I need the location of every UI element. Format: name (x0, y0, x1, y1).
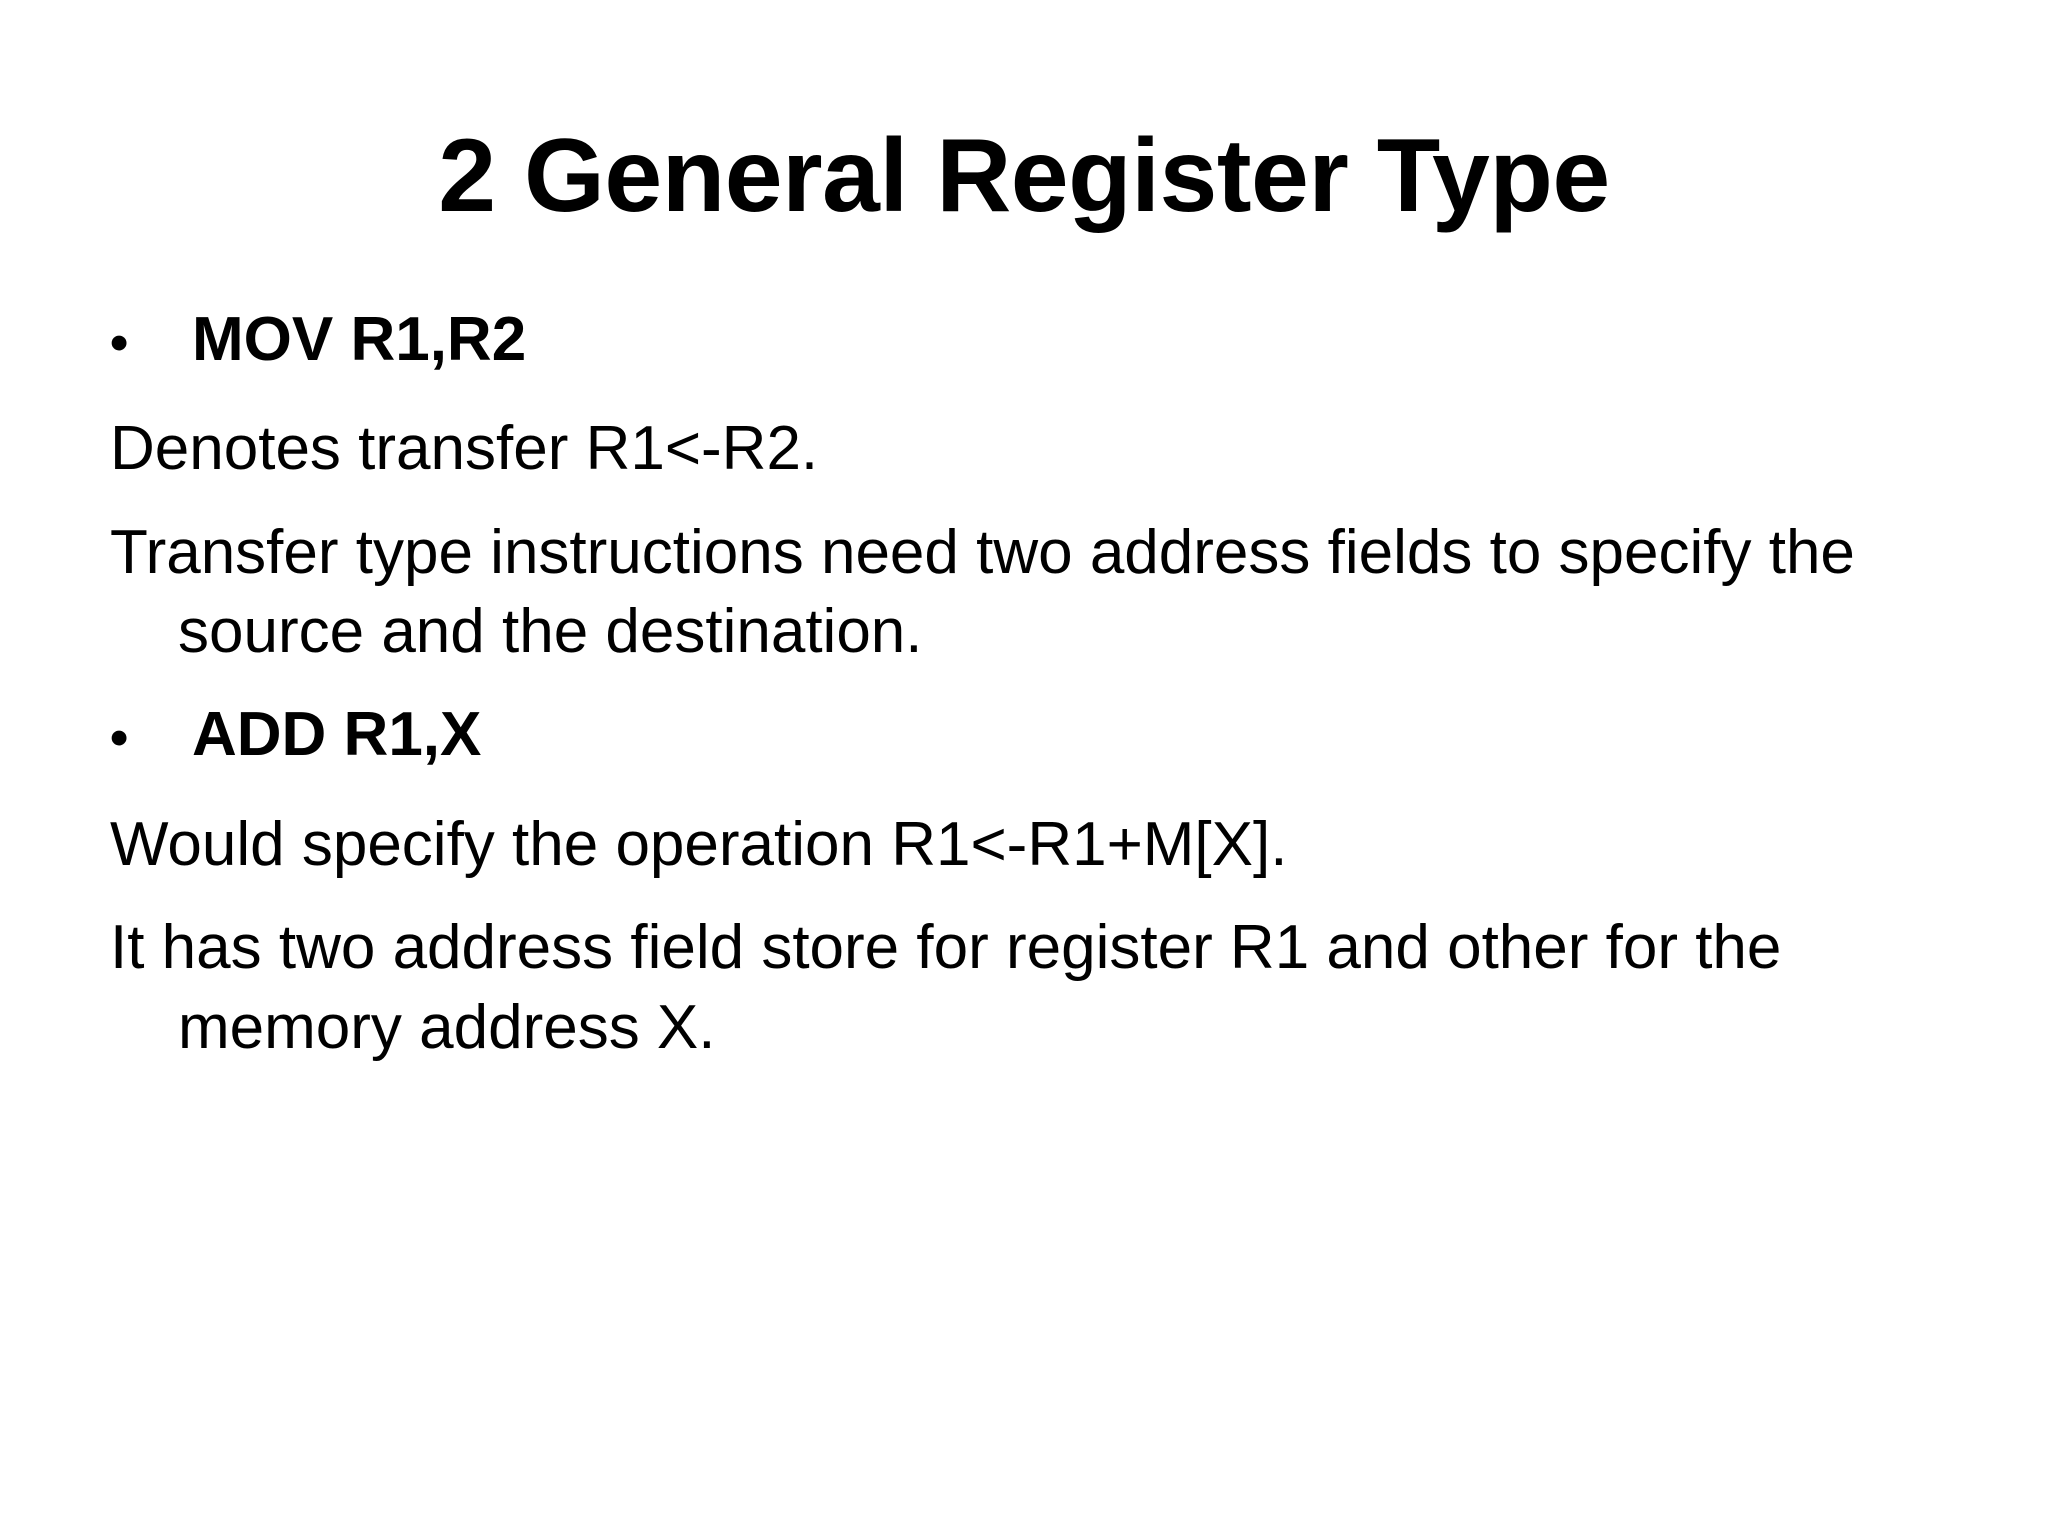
bullet-item-add: • ADD R1,X (110, 695, 1940, 774)
bullet-item-add-label: ADD R1,X (192, 700, 482, 770)
slide-body: • MOV R1,R2 Denotes transfer R1<-R2. Tran… (110, 300, 1940, 1091)
page-title: 2 General Register Type (438, 117, 1610, 234)
paragraph-would-specify: Would specify the operation R1<-R1+M[X]. (110, 809, 1288, 879)
bullet-item-mov: • MOV R1,R2 (110, 300, 1940, 379)
bullet-point-icon: • (110, 709, 129, 768)
paragraph-denotes-transfer: Denotes transfer R1<-R2. (110, 414, 819, 484)
paragraph-two-address-field: It has two address field store for regis… (110, 913, 1782, 1062)
bullet-item-mov-label: MOV R1,R2 (192, 305, 527, 374)
paragraph-transfer-type: Transfer type instructions need two addr… (110, 517, 1855, 667)
bullet-point-icon: • (110, 314, 129, 372)
